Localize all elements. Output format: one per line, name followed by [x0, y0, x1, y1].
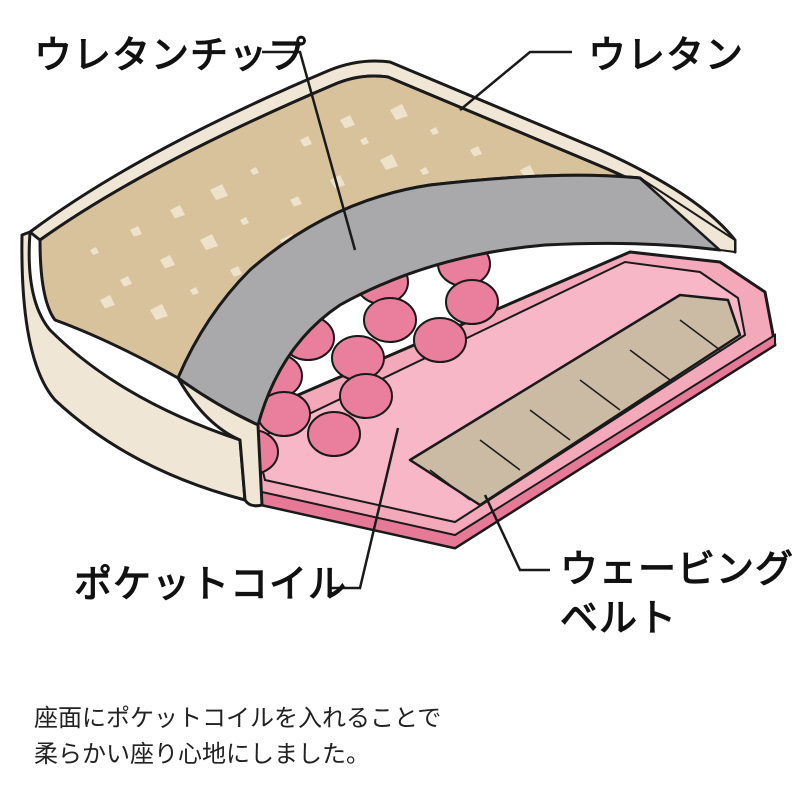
seat-frame-shell [20, 230, 247, 502]
urethane-chip-speck [250, 167, 259, 175]
leader-pocket-coil [330, 427, 400, 590]
leader-urethane [459, 50, 572, 111]
label-urethane: ウレタン [588, 33, 745, 77]
urethane-gray-edge [639, 177, 736, 254]
label-urethane-chip: ウレタンチップ [34, 33, 308, 77]
leader-webbing [483, 494, 550, 572]
urethane-chip-speck [300, 136, 312, 147]
webbing-strap-line [629, 349, 671, 381]
urethane-chip-speck [190, 287, 199, 295]
urethane-chip-speck [130, 226, 142, 237]
urethane-chip-speck [100, 295, 115, 309]
caption-line2: 柔らかい座り心地にしました。 [34, 740, 370, 768]
urethane-chip-speck [420, 167, 429, 175]
urethane-chip-speck [160, 255, 175, 269]
urethane-chip-speck [90, 247, 99, 255]
urethane-chip-speck [230, 266, 242, 277]
urethane-chip-speck [170, 205, 185, 219]
webbing-strap-line [679, 319, 721, 351]
label-webbing-line1: ウェービング [560, 547, 795, 591]
label-pocket-coil: ポケットコイル [74, 562, 348, 606]
urethane-chip-speck [290, 196, 302, 207]
urethane-chip-speck [150, 304, 168, 320]
seat-frame-front-corner [176, 376, 264, 508]
pink-inner-top [253, 260, 747, 524]
pocket-coil [331, 335, 385, 381]
webbing-base [408, 293, 742, 507]
urethane-chip-speck [240, 217, 249, 225]
leader-urethane-chip [262, 50, 357, 251]
urethane-chip-speck [120, 276, 132, 287]
pocket-coil [445, 279, 499, 325]
caption: 座面にポケットコイルを入れることで 柔らかい座り心地にしました。 [34, 700, 441, 772]
webbing-strap-line [429, 469, 471, 501]
urethane-chip-speck [210, 184, 228, 200]
urethane-chip-speck [200, 234, 218, 250]
urethane-chip-speck [330, 175, 345, 189]
urethane-gray-layer [176, 173, 722, 427]
pocket-coil [339, 373, 393, 419]
webbing-belt-area [408, 293, 742, 507]
urethane-chip-speck [430, 127, 439, 135]
leader-lines [262, 50, 572, 590]
pocket-coil [307, 411, 361, 457]
label-webbing-belt: ウェービング ベルト [560, 545, 794, 644]
label-webbing-line2: ベルト [560, 596, 678, 641]
caption-line1: 座面にポケットコイルを入れることで [34, 704, 442, 732]
urethane-chip-speck [360, 137, 369, 145]
urethane-chip-speck [340, 115, 355, 129]
urethane-chip-speck [470, 146, 482, 157]
urethane-chip-speck [380, 154, 398, 170]
webbing-strap-line [529, 409, 571, 441]
pocket-coil [413, 317, 467, 363]
urethane-chip-speck [390, 104, 408, 120]
pocket-coil [363, 297, 417, 343]
webbing-strap-line [479, 439, 521, 471]
webbing-strap-line [579, 379, 621, 411]
